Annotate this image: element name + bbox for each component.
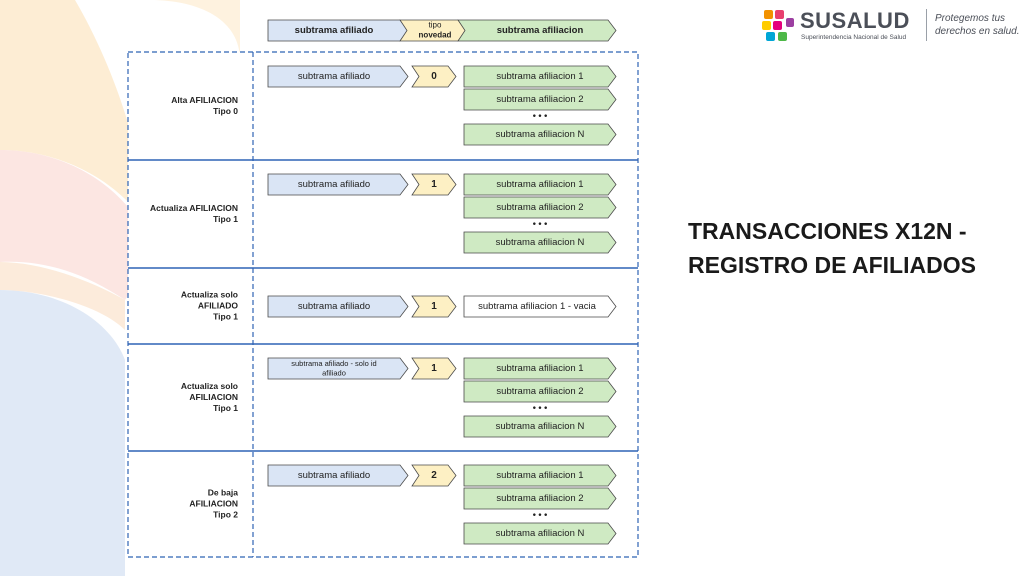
novelty-code: 1 [431,363,437,374]
affiliation-subtrama-label: subtrama afiliacion 2 [496,202,583,213]
affiliate-subtrama-shape [267,357,409,380]
header-affiliation-label: subtrama afiliacion [497,25,584,36]
continuation-ellipsis: • • • [533,110,547,120]
affiliation-subtrama-label: subtrama afiliacion 1 [496,363,583,374]
row-label-line: Tipo 1 [213,214,238,224]
affiliation-subtrama-label: subtrama afiliacion 2 [496,94,583,105]
header-affiliation-shape [457,19,617,42]
affiliation-subtrama-label: subtrama afiliacion N [496,237,585,248]
affiliate-subtrama-label: subtrama afiliado [298,470,370,481]
affiliation-subtrama-label: subtrama afiliacion 1 [496,179,583,190]
affiliate-subtrama-shape [267,173,409,196]
affiliation-subtrama-shape [463,173,617,196]
header-novelty-label-1: tipo [429,21,442,30]
logo-slogan: Protegemos tus derechos en salud. [935,12,1020,38]
novelty-code: 1 [431,301,437,312]
novelty-code: 2 [431,470,437,481]
row-label-line: Tipo 2 [213,509,238,519]
novelty-shape [411,295,457,318]
novelty-code: 1 [431,179,437,190]
affiliation-subtrama-shape [463,88,617,111]
affiliation-subtrama-label: subtrama afiliacion 1 - vacia [478,301,596,312]
affiliation-subtrama-label: subtrama afiliacion N [496,528,585,539]
slide-title: TRANSACCIONES X12N - REGISTRO DE AFILIAD… [688,214,1018,282]
affiliation-subtrama-shape [463,295,617,318]
affiliation-subtrama-label: subtrama afiliacion N [496,129,585,140]
affiliate-subtrama-label: subtrama afiliado [298,71,370,82]
affiliation-subtrama-shape [463,415,617,438]
row-label-line: Tipo 0 [213,106,238,116]
novelty-shape [411,357,457,380]
affiliation-subtrama-shape [463,487,617,510]
continuation-ellipsis: • • • [533,218,547,228]
affiliation-subtrama-shape [463,380,617,403]
affiliation-subtrama-label: subtrama afiliacion 2 [496,386,583,397]
affiliate-subtrama-label: subtrama afiliado [298,179,370,190]
continuation-ellipsis: • • • [533,402,547,412]
novelty-shape [411,65,457,88]
row-label-line: Alta AFILIACION [171,95,238,105]
row-label-line: Actualiza AFILIACION [150,203,238,213]
novelty-shape [411,464,457,487]
susalud-logo-icon [762,10,794,41]
affiliation-subtrama-shape [463,196,617,219]
affiliation-subtrama-shape [463,65,617,88]
affiliate-subtrama-label: subtrama afiliado - solo id [291,359,376,368]
row-label-line: Tipo 1 [213,311,238,321]
affiliate-subtrama-label: afiliado [322,368,346,377]
row-label-line: De baja [208,487,239,497]
row-label-line: AFILIADO [198,300,239,310]
title-line-2: REGISTRO DE AFILIADOS [688,252,976,278]
row-label-line: Actualiza solo [181,289,238,299]
affiliation-subtrama-label: subtrama afiliacion N [496,421,585,432]
header-novelty-label-2: novedad [419,31,452,40]
affiliate-subtrama-shape [267,464,409,487]
affiliation-subtrama-shape [463,123,617,146]
affiliate-subtrama-shape [267,65,409,88]
affiliate-subtrama-label: subtrama afiliado [298,301,370,312]
novelty-code: 0 [431,71,437,82]
affiliation-subtrama-shape [463,464,617,487]
slogan-line-1: Protegemos tus [935,13,1006,24]
logo-divider [926,9,927,41]
logo-brand: SUSALUD [800,8,910,33]
affiliation-subtrama-shape [463,357,617,380]
affiliation-subtrama-shape [463,522,617,545]
row-label-line: AFILIACION [189,392,238,402]
affiliation-subtrama-label: subtrama afiliacion 1 [496,71,583,82]
row-label-line: AFILIACION [189,498,238,508]
row-label-line: Tipo 1 [213,403,238,413]
affiliation-subtrama-label: subtrama afiliacion 2 [496,493,583,504]
continuation-ellipsis: • • • [533,509,547,519]
affiliation-subtrama-shape [463,231,617,254]
novelty-shape [411,173,457,196]
logo-subtitle: Superintendencia Nacional de Salud [801,34,907,41]
title-line-1: TRANSACCIONES X12N - [688,218,967,244]
row-label-line: Actualiza solo [181,381,238,391]
susalud-logo: SUSALUD Superintendencia Nacional de Sal… [760,6,1022,46]
affiliation-subtrama-label: subtrama afiliacion 1 [496,470,583,481]
header-affiliate-label: subtrama afiliado [295,25,374,36]
slogan-line-2: derechos en salud. [935,26,1020,37]
affiliate-subtrama-shape [267,295,409,318]
